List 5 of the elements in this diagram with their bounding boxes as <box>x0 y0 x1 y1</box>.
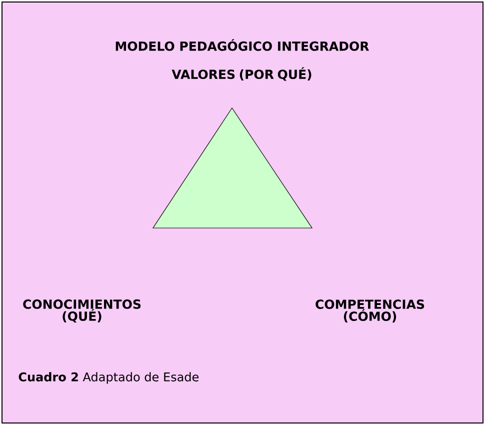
caption: Cuadro 2 Adaptado de Esade <box>18 372 199 384</box>
vertex-label: CONOCIMIENTOS (QUÉ) <box>23 299 141 323</box>
vertex-label: COMPETENCIAS (CÓMO) <box>316 300 424 322</box>
vertex-label: VALORES (POR QUÉ) <box>172 67 312 81</box>
title: MODELO PEDAGÓGICO INTEGRADOR <box>116 39 369 51</box>
